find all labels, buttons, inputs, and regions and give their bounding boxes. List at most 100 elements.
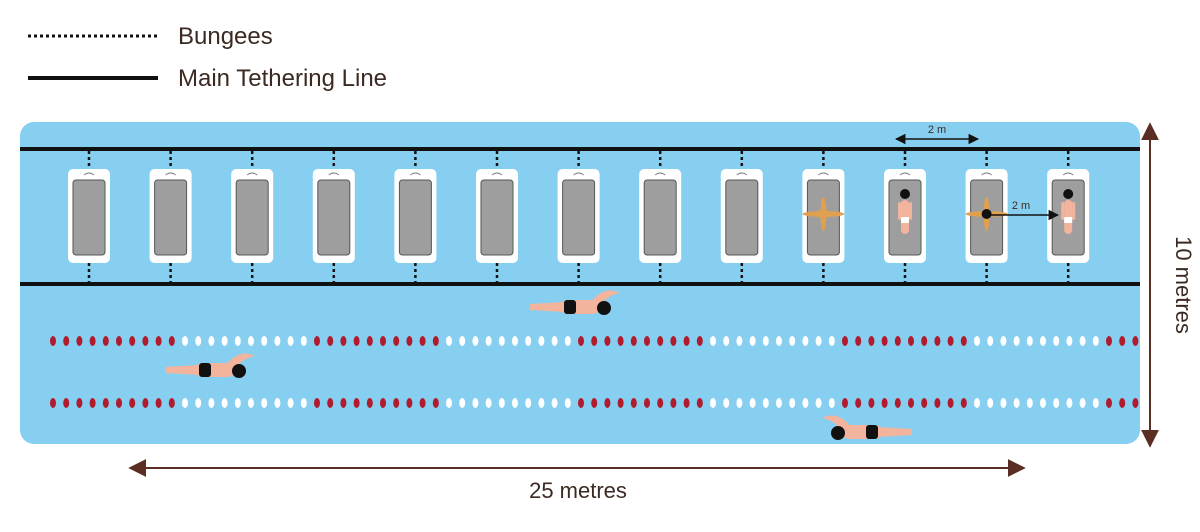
lane-float	[340, 336, 347, 346]
lane-float	[406, 336, 413, 346]
swimmers-group	[165, 290, 912, 440]
lane-float	[762, 398, 769, 408]
lane-float	[987, 398, 994, 408]
lane-float	[406, 398, 413, 408]
yoga-figure-icon	[802, 197, 845, 231]
lane-float	[366, 336, 373, 346]
board-handle	[328, 172, 340, 176]
lane-rope	[50, 398, 1139, 408]
lane-float	[960, 398, 967, 408]
lane-float	[1079, 398, 1086, 408]
swimmer-legs	[165, 365, 199, 375]
lane-float	[1119, 336, 1126, 346]
lane-float	[815, 336, 822, 346]
lane-float	[419, 398, 426, 408]
lane-float	[274, 336, 281, 346]
lane-float	[749, 336, 756, 346]
lane-float	[644, 336, 650, 346]
lane-float	[340, 398, 347, 408]
lane-float	[1026, 336, 1033, 346]
lane-float	[459, 398, 466, 408]
board-handle	[410, 172, 421, 176]
person-shorts	[901, 217, 909, 223]
lane-float	[366, 398, 373, 408]
lane-float	[168, 398, 175, 408]
lane-float	[894, 398, 901, 408]
lane-float	[736, 336, 743, 346]
lane-float	[855, 398, 862, 408]
lane-float	[855, 336, 862, 346]
person-spacing-label: 2 m	[1012, 200, 1030, 212]
lane-float	[525, 336, 532, 346]
lane-float	[1119, 398, 1126, 408]
lane-float	[921, 398, 928, 408]
lane-float	[353, 398, 360, 408]
lane-float	[802, 336, 809, 346]
swimmer-head	[597, 301, 611, 315]
lane-float	[683, 336, 690, 346]
lane-float	[908, 398, 914, 408]
person-arm-right	[1072, 202, 1076, 220]
paddle-board	[720, 151, 763, 282]
person-head	[900, 189, 910, 199]
lane-float	[432, 336, 439, 346]
lane-float	[974, 336, 980, 346]
board-deck	[562, 179, 596, 256]
lane-float	[472, 336, 479, 346]
length-dimension-label: 25 metres	[529, 478, 627, 503]
lane-float	[1040, 398, 1046, 408]
lane-float	[446, 336, 452, 346]
board-deck	[154, 179, 188, 256]
lane-float	[327, 336, 334, 346]
lane-float	[50, 336, 56, 346]
lane-float	[710, 398, 716, 408]
lane-float	[168, 336, 175, 346]
lane-float	[300, 398, 307, 408]
lane-float	[116, 398, 122, 408]
boards-group	[68, 151, 1090, 282]
lane-float	[987, 336, 994, 346]
yoga-head	[981, 209, 992, 219]
lane-float	[564, 398, 571, 408]
lane-float	[947, 336, 954, 346]
lane-float	[828, 398, 835, 408]
lane-float	[63, 336, 70, 346]
lane-float	[1106, 336, 1112, 346]
lane-float	[419, 336, 426, 346]
lane-float	[274, 398, 281, 408]
swimmer-icon	[165, 353, 255, 378]
lane-float	[327, 398, 334, 408]
lane-float	[710, 336, 716, 346]
lane-float	[208, 398, 215, 408]
paddle-board	[312, 151, 355, 282]
lane-float	[498, 398, 505, 408]
lane-float	[842, 398, 848, 408]
lane-float	[195, 336, 202, 346]
lane-float	[512, 336, 518, 346]
lane-float	[498, 336, 505, 346]
lane-float	[578, 336, 584, 346]
lane-float	[1000, 398, 1007, 408]
lane-float	[353, 336, 360, 346]
lane-float	[472, 398, 479, 408]
board-handle	[1062, 172, 1074, 176]
lane-float	[1053, 398, 1060, 408]
lane-float	[696, 336, 703, 346]
lane-float	[142, 398, 149, 408]
lane-float	[564, 336, 571, 346]
lane-float	[116, 336, 122, 346]
lane-float	[261, 398, 268, 408]
board-deck	[725, 179, 759, 256]
lane-float	[1013, 398, 1020, 408]
lane-float	[947, 398, 954, 408]
lane-float	[76, 398, 83, 408]
paddle-board	[231, 151, 274, 282]
lane-float	[749, 398, 756, 408]
lane-float	[195, 398, 202, 408]
lane-float	[617, 398, 624, 408]
board-deck	[72, 179, 106, 256]
lane-float	[1053, 336, 1060, 346]
lane-float	[102, 336, 109, 346]
lane-float	[1026, 398, 1033, 408]
lane-float	[182, 336, 188, 346]
